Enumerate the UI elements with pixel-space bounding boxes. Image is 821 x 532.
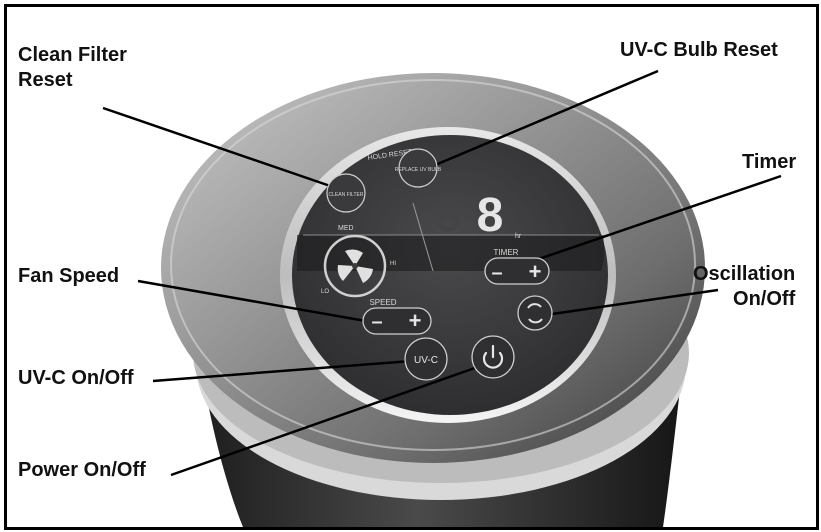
speed-plus-button[interactable]: + bbox=[409, 308, 422, 333]
diagram-frame: HOLD RESET CLEAN FILTER REPLACE UV BULB … bbox=[4, 4, 819, 530]
power-icon bbox=[482, 344, 504, 369]
leader-lines bbox=[102, 69, 782, 477]
oscillation-icon bbox=[527, 303, 543, 324]
timer-plus-button[interactable]: + bbox=[529, 259, 542, 284]
oscillation-button[interactable] bbox=[517, 295, 553, 331]
fan-icon bbox=[337, 249, 373, 283]
speed-med-label: MED bbox=[338, 225, 354, 232]
speed-lo-label: LO bbox=[321, 289, 329, 295]
speed-stepper[interactable] bbox=[362, 307, 432, 335]
clean-filter-button[interactable] bbox=[326, 173, 366, 213]
svg-text:8: 8 bbox=[436, 192, 460, 241]
callout-uvc-bulb-reset: UV-C Bulb Reset bbox=[620, 39, 778, 61]
leader-power bbox=[170, 361, 490, 477]
uvc-button[interactable] bbox=[404, 337, 448, 381]
replace-uv-bulb-button-label: REPLACE UV BULB bbox=[395, 167, 442, 173]
callout-fan-speed: Fan Speed bbox=[18, 265, 120, 287]
replace-uv-bulb-button[interactable] bbox=[398, 148, 438, 188]
leader-timer bbox=[532, 174, 782, 263]
display-digit: 8 bbox=[477, 189, 504, 242]
callout-uvc-onoff: UV-C On/Off bbox=[18, 367, 134, 389]
timer-label: TIMER bbox=[494, 248, 519, 257]
leader-fan-speed bbox=[137, 279, 378, 325]
uvc-button-label: UV-C bbox=[414, 355, 438, 366]
leader-uvc bbox=[152, 359, 412, 383]
led-display: 8 8 hr bbox=[436, 189, 522, 242]
fan-speed-dial: MED LO HI bbox=[321, 225, 396, 298]
clean-filter-button-label: CLEAN FILTER bbox=[329, 192, 364, 198]
speed-label: SPEED bbox=[369, 298, 396, 307]
speed-hi-label: HI bbox=[390, 261, 396, 267]
leader-uvc-bulb bbox=[420, 69, 659, 173]
leader-oscillation bbox=[544, 288, 719, 317]
callout-timer: Timer bbox=[742, 151, 797, 173]
timer-stepper[interactable] bbox=[484, 257, 550, 285]
control-panel bbox=[292, 135, 608, 415]
timer-minus-button[interactable]: – bbox=[491, 262, 502, 284]
callout-clean-filter-reset: Clean Filter Reset bbox=[18, 44, 127, 91]
callout-power-onoff: Power On/Off bbox=[18, 459, 146, 481]
display-unit: hr bbox=[515, 233, 522, 240]
speed-minus-button[interactable]: – bbox=[371, 311, 382, 333]
device-illustration: HOLD RESET CLEAN FILTER REPLACE UV BULB … bbox=[102, 69, 782, 527]
leader-clean-filter bbox=[102, 106, 340, 191]
callout-oscillation: Oscillation On/Off bbox=[693, 263, 796, 310]
